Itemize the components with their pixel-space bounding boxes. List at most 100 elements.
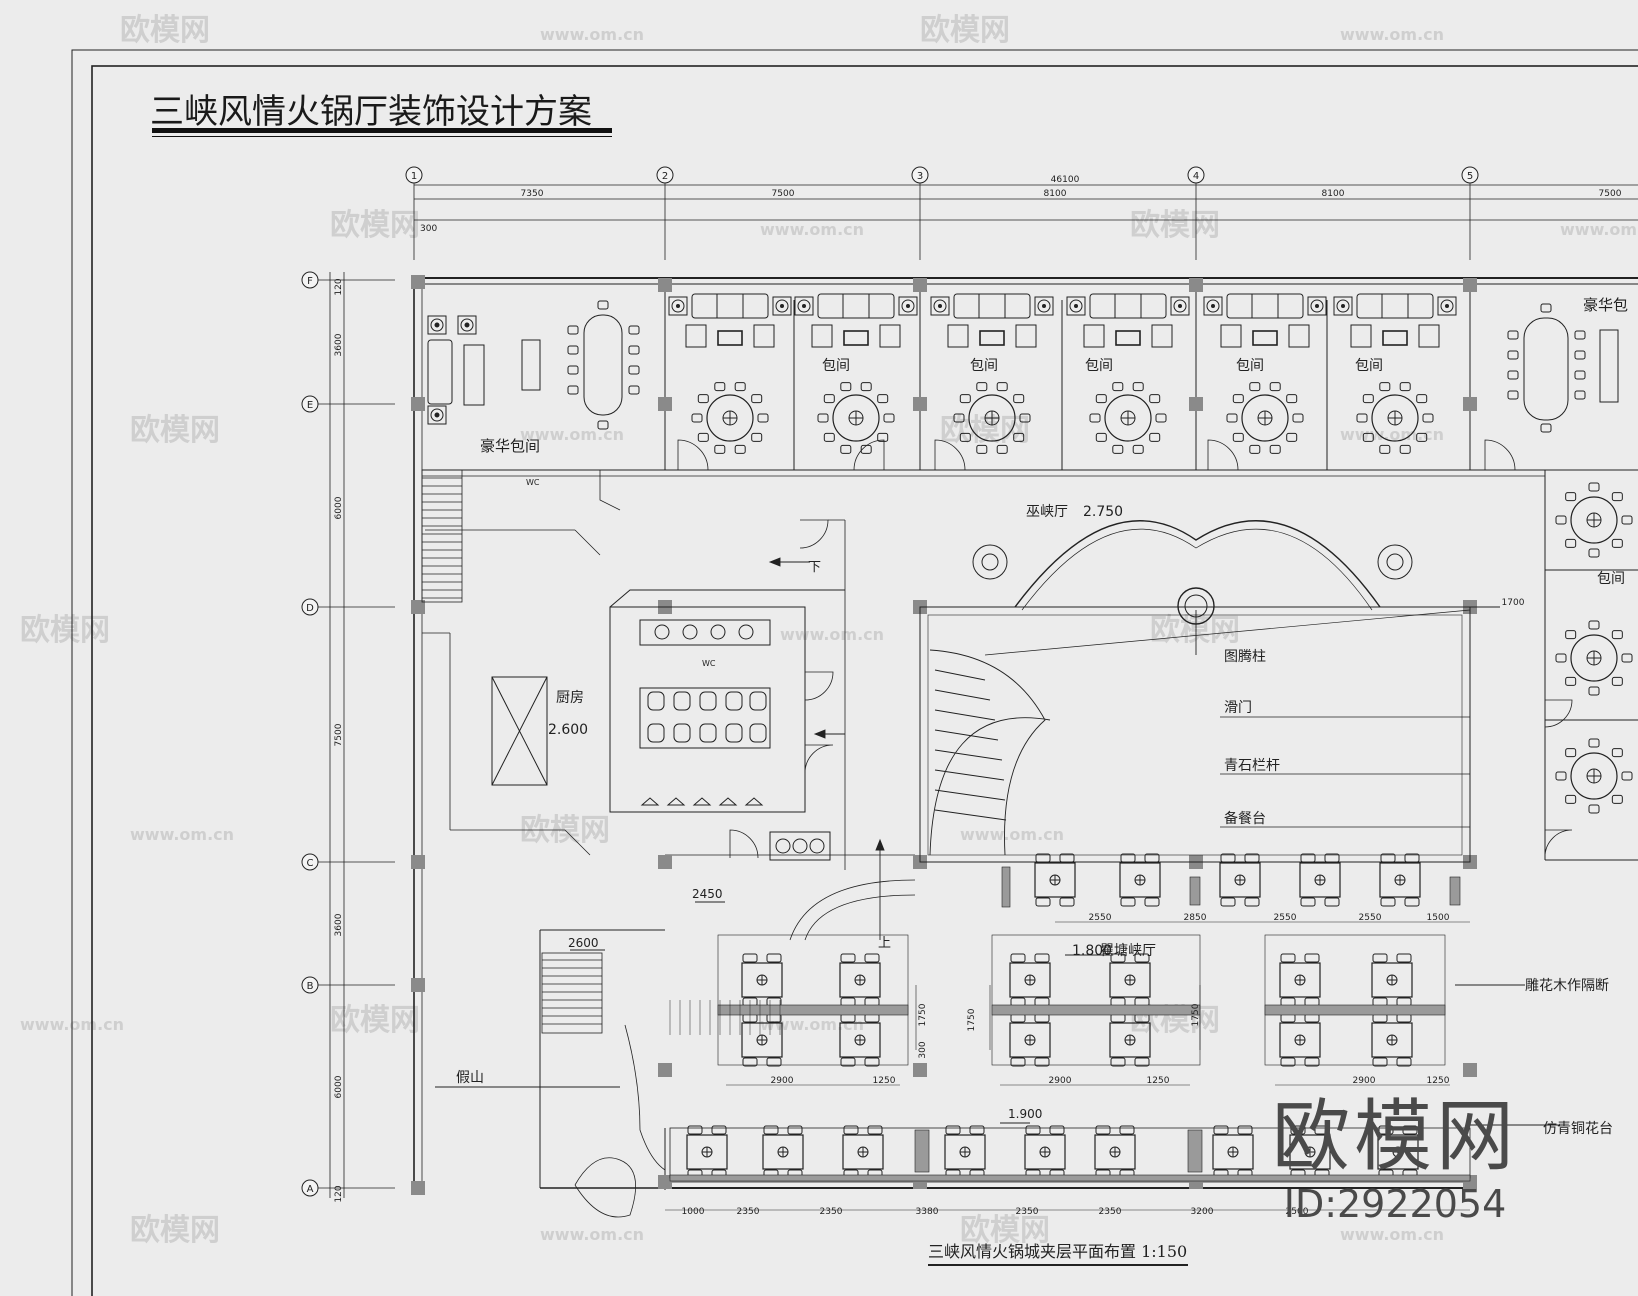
urinal-icon (640, 797, 660, 806)
booth-table-icon (1009, 1013, 1051, 1067)
chair-icon (1555, 653, 1567, 663)
booth-table-icon (741, 953, 783, 1007)
chair-icon (1226, 413, 1238, 423)
chair-icon (1565, 492, 1577, 502)
chair-icon (1555, 771, 1567, 781)
watermark-logo: 欧模网 (920, 13, 1010, 48)
chair-icon (1565, 748, 1577, 758)
armchair-icon (1083, 324, 1105, 348)
planter-icon (1307, 296, 1327, 316)
chair-icon (840, 444, 852, 454)
watermark-logo: 欧模网 (20, 613, 110, 648)
label-down: 下 (808, 560, 821, 575)
wc-block (609, 589, 845, 861)
chair-icon (1249, 382, 1261, 392)
chair-icon (1574, 390, 1586, 400)
door-swings (599, 439, 1573, 859)
planter-icon (1034, 296, 1054, 316)
chair-icon (1611, 630, 1623, 640)
wuxia-hall (919, 520, 1471, 863)
dim-overall: 46100 (1051, 175, 1080, 185)
chair-icon (1269, 382, 1281, 392)
armchair-icon (1418, 324, 1440, 348)
sofa-icon (1089, 293, 1167, 319)
watermark-url: www.om.cn (780, 625, 884, 644)
axis-row-D: D (306, 603, 314, 614)
chair-icon (1574, 330, 1586, 340)
chair-icon (1611, 748, 1623, 758)
chair-icon (1379, 444, 1391, 454)
dim-table-2: 1250 (873, 1076, 896, 1086)
coffee-table-icon (1382, 330, 1408, 346)
chair-icon (840, 382, 852, 392)
chair-icon (1112, 382, 1124, 392)
entrance-treads (542, 959, 781, 1035)
title-underline (152, 128, 612, 133)
chair-icon (1232, 432, 1244, 442)
armchair-icon (1015, 324, 1037, 348)
armchair-icon (879, 324, 901, 348)
watermark-logo: 欧模网 (330, 1003, 420, 1038)
chair-icon (714, 382, 726, 392)
watermark-logo: 欧模网 (130, 1213, 220, 1248)
dim-top-5: 7500 (1599, 189, 1622, 199)
watermark-url: www.om.cn (1560, 220, 1638, 239)
axis-row-F: F (307, 276, 313, 287)
round-table-icon (1104, 394, 1152, 442)
chair-icon (1112, 444, 1124, 454)
chair-icon (1611, 492, 1623, 502)
label-kitchen-level: 2.600 (548, 722, 588, 738)
round-table-icon (832, 394, 880, 442)
dim-table-3: 2900 (1049, 1076, 1072, 1086)
dim-mid-4: 2550 (1359, 913, 1382, 923)
chair-icon (1540, 423, 1552, 433)
chair-icon (1269, 444, 1281, 454)
dim-mid-2: 2850 (1184, 913, 1207, 923)
dim-bottom-7: 3200 (1191, 1207, 1214, 1217)
label-flower-stand: 仿青铜花台 (1543, 1121, 1613, 1137)
dim-mid-5: 1500 (1427, 913, 1450, 923)
label-sliding-door: 滑门 (1224, 699, 1252, 716)
dim-mid-1: 2550 (1089, 913, 1112, 923)
chair-icon (757, 413, 769, 423)
dim-top-2: 7500 (772, 189, 795, 199)
room-labels: 豪华包间 豪华包 包间 包间 包间 包间 包间 包间 巫峡厅 2.750 瞿塘峡… (456, 296, 1628, 1137)
planter-icon (1170, 296, 1190, 316)
booth-table-icon (1094, 1125, 1136, 1179)
stair-left-treads (422, 477, 462, 599)
label-private-4: 包间 (1236, 358, 1264, 374)
chair-icon (996, 382, 1008, 392)
booth-table-icon (762, 1125, 804, 1179)
axis-row-C: C (307, 858, 314, 869)
dim-bottom-6: 2350 (1099, 1207, 1122, 1217)
chair-icon (1286, 432, 1298, 442)
dim-vert-4: 300 (918, 1041, 928, 1058)
sofa-icon (1226, 293, 1304, 319)
axis-row-A: A (307, 1184, 314, 1195)
chair-icon (597, 300, 609, 310)
watermark-url: www.om.cn (540, 25, 644, 44)
mid-dimensions: 2550 2850 2550 2550 1500 2900 1250 2900 … (771, 598, 1525, 1086)
dim-bottom-8: 2500 (1286, 1207, 1309, 1217)
chair-icon (1089, 413, 1101, 423)
round-table-icon (1570, 496, 1618, 544)
dim-top-3: 8100 (1044, 189, 1067, 199)
chair-icon (1095, 394, 1107, 404)
axis-row-B: B (307, 981, 314, 992)
planter-icon (668, 296, 688, 316)
entrance-stairs (541, 879, 916, 1218)
chair-icon (1507, 330, 1519, 340)
coffee-table-icon (1115, 330, 1141, 346)
label-private-3: 包间 (1085, 358, 1113, 374)
watermark-logo: 欧模网 (960, 1213, 1050, 1248)
dim-vert-2: 1750 (967, 1008, 977, 1031)
chair-icon (1379, 382, 1391, 392)
label-private-2: 包间 (970, 358, 998, 374)
armchair-icon (1220, 324, 1242, 348)
planter-icon (1066, 296, 1086, 316)
axis-col-3: 3 (917, 171, 923, 182)
label-rockery: 假山 (456, 1070, 484, 1086)
label-qutang-level: 1.800 (1072, 943, 1112, 959)
dim-side: 1700 (1502, 598, 1525, 608)
chair-icon (1574, 350, 1586, 360)
